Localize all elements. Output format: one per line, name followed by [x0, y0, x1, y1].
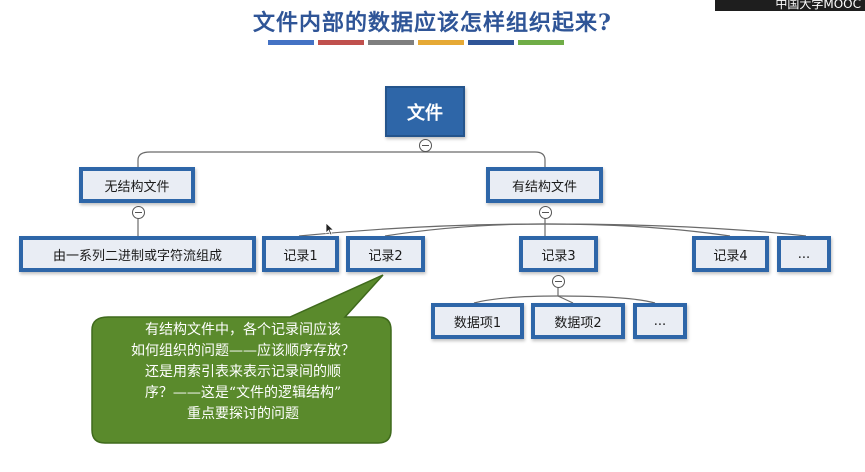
title-stripe: [418, 40, 464, 45]
mooc-watermark: 中国大学MOOC: [715, 0, 865, 11]
record-label: 记录1: [283, 248, 318, 264]
title-stripe: [468, 40, 514, 45]
structured-file-node: 有结构文件: [486, 167, 603, 203]
unstructured-file-label: 无结构文件: [104, 179, 170, 195]
data-field-label: 数据项2: [554, 315, 602, 331]
data-field-node: ...: [633, 303, 687, 339]
record-node: 记录2: [346, 236, 425, 272]
title-stripe: [268, 40, 314, 45]
file-root-label: 文件: [407, 102, 443, 124]
callout-line: 重点要探讨的问题: [187, 406, 299, 422]
collapse-toggle-icon[interactable]: [419, 139, 432, 152]
record-node: 记录1: [262, 236, 339, 272]
unstructured-file-node: 无结构文件: [79, 167, 195, 203]
slide-title: 文件内部的数据应该怎样组织起来?: [253, 10, 612, 36]
file-root-node: 文件: [385, 86, 465, 137]
title-stripe: [318, 40, 364, 45]
byte-stream-node: 由一系列二进制或字符流组成: [19, 236, 256, 272]
collapse-toggle-icon[interactable]: [539, 206, 552, 219]
structured-file-label: 有结构文件: [511, 179, 577, 195]
collapse-toggle-icon[interactable]: [132, 206, 145, 219]
callout-bubble: [91, 274, 392, 444]
record-node: ...: [777, 236, 831, 272]
callout-line: 如何组织的问题——应该顺序存放？: [131, 343, 355, 359]
byte-stream-label: 由一系列二进制或字符流组成: [52, 248, 222, 264]
callout-line: 有结构文件中，各个记录间应该: [145, 322, 341, 338]
data-field-label: ...: [653, 313, 667, 329]
data-field-node: 数据项1: [431, 303, 524, 339]
record-label: 记录3: [541, 248, 576, 264]
callout-text: 有结构文件中，各个记录间应该 如何组织的问题——应该顺序存放？ 还是用索引表来表…: [94, 320, 392, 425]
callout-line: 序？——这是“文件的逻辑结构”: [144, 385, 342, 401]
record-node: 记录3: [519, 236, 598, 272]
record-label: ...: [797, 246, 811, 262]
collapse-toggle-icon[interactable]: [552, 275, 565, 288]
data-field-node: 数据项2: [531, 303, 625, 339]
record-label: 记录4: [713, 248, 748, 264]
title-stripe: [368, 40, 414, 45]
data-field-label: 数据项1: [453, 315, 502, 331]
record-label: 记录2: [368, 248, 403, 264]
callout-line: 还是用索引表来表示记录间的顺: [145, 364, 341, 380]
record-node: 记录4: [692, 236, 769, 272]
title-stripe: [518, 40, 564, 45]
mouse-pointer-icon: [325, 222, 335, 236]
